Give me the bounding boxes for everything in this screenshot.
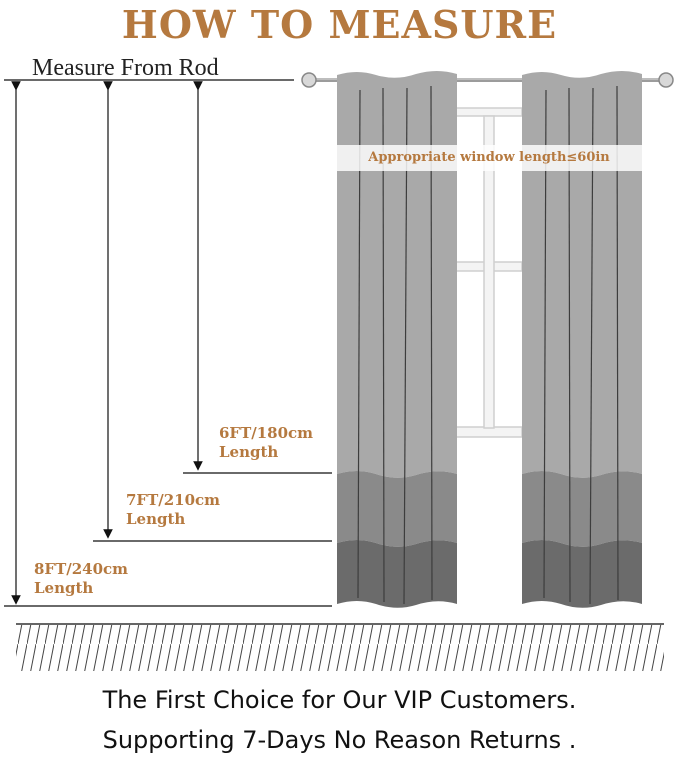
window-note: Appropriate window length≤60in [368,150,610,165]
length-size: 7FT/210cm [126,491,221,509]
length-size: 6FT/180cm [219,424,314,442]
window-note-banner [336,145,642,171]
footer-line-1: The First Choice for Our VIP Customers. [102,686,577,714]
curtain-left [337,71,457,608]
length-size: 8FT/240cm [34,560,129,578]
footer-line-2: Supporting 7-Days No Reason Returns . [102,726,577,754]
page-title: HOW TO MEASURE [121,2,558,47]
curtain-right [522,71,642,608]
length-label-7ft: 7FT/210cm Length [126,491,220,529]
length-word: Length [219,443,279,461]
length-word: Length [34,579,94,597]
floor-hatch-icon [16,623,664,671]
length-word: Length [126,510,186,528]
length-label-8ft: 8FT/240cm Length [34,560,128,598]
rod-label: Measure From Rod [32,55,219,81]
measure-arrow-icon [4,81,332,607]
length-label-6ft: 6FT/180cm Length [219,424,313,462]
